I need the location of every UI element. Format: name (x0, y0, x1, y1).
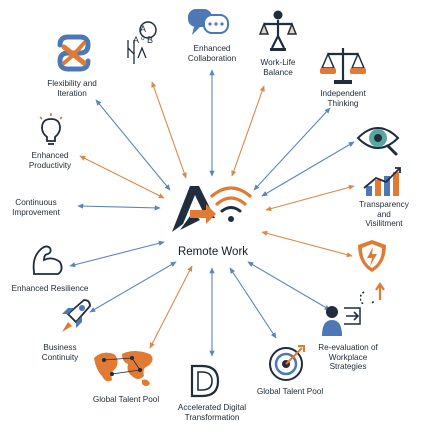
lightbulb-icon (39, 113, 63, 145)
label-transparency: Transparency and Visilitment (359, 200, 409, 229)
person-scale-icon (258, 10, 298, 51)
connector-arrow-work-life (231, 85, 265, 177)
connector-arrow-continuous (77, 203, 161, 211)
presenter-icon (322, 306, 361, 336)
balance-scale-icon (320, 48, 366, 84)
label-collaboration: Enhanced Collaboration (187, 44, 237, 63)
label-work-life: Work-Life Balance (260, 58, 296, 77)
remote-work-logo-icon (172, 186, 252, 232)
connector-arrow-flexibility (95, 99, 171, 191)
connector-arrow-business (89, 261, 177, 313)
flexed-arm-icon (32, 245, 63, 275)
label-independent: Independent Thinking (320, 89, 366, 108)
chat-bubbles-icon (188, 9, 229, 35)
letter-d-icon (190, 364, 220, 398)
connector-arrow-resilience (69, 240, 165, 268)
connector-arrow-security (261, 230, 353, 258)
center-label: Remote Work (177, 246, 249, 258)
label-digital: Accelerated Digital Transformation (177, 403, 247, 422)
eye-icon (356, 127, 400, 156)
connector-arrow-ab-testing (151, 81, 187, 179)
connector-arrow-talent-2 (229, 267, 277, 339)
label-productivity: Enhanced Productivity (28, 151, 72, 170)
label-resilience: Enhanced Resilience (11, 284, 89, 293)
connector-arrow-independent (253, 107, 331, 191)
target-icon (269, 345, 305, 381)
label-flexibility: Flexibility and Iteration (47, 79, 97, 98)
growth-chart-icon (363, 167, 401, 196)
connector-arrow-transparency (265, 184, 355, 212)
label-reevaluation: Re-evaluation of Workplace Strategies (318, 343, 378, 372)
connector-arrow-productivity (79, 155, 165, 199)
shield-bolt-icon (358, 240, 386, 272)
connector-arrow-reevaluation (247, 261, 331, 311)
label-ab-testing: A A ⁰ B (132, 24, 154, 45)
knot-loop-icon (57, 34, 91, 72)
rocket-icon (62, 299, 91, 332)
label-continuous: Continuous Improvement (12, 198, 60, 217)
puzzle-growth-icon (360, 282, 385, 304)
world-map-icon (94, 351, 153, 386)
label-talent-2: Global Talent Pool (256, 387, 324, 396)
label-talent-1: Global Talent Pool (92, 395, 160, 404)
label-business: Business Continuity (41, 343, 79, 362)
connector-arrow-talent-1 (149, 265, 193, 349)
ab-choice-icon (127, 21, 157, 64)
connector-arrow-transparency-eye (261, 141, 355, 197)
